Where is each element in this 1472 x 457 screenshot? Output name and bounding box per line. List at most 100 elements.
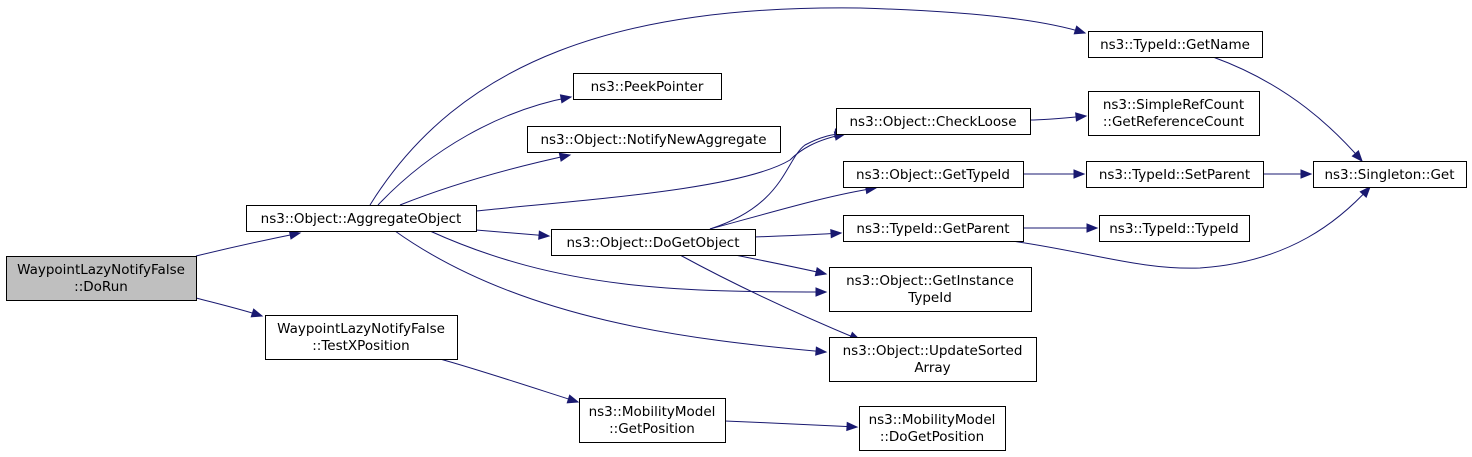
edge-line (475, 229, 550, 237)
node-mmgetpos[interactable]: ns3::MobilityModel::GetPosition (579, 398, 726, 443)
node-label: ::GetPosition (609, 421, 695, 437)
arrow-head-icon (566, 394, 580, 404)
edge-line (369, 7, 1086, 206)
node-singleton[interactable]: ns3::Singleton::Get (1313, 161, 1467, 188)
node-label: ns3::TypeId::GetName (1100, 37, 1250, 53)
node-mmdogetpos[interactable]: ns3::MobilityModel::DoGetPosition (859, 406, 1006, 451)
node-gettypeid[interactable]: ns3::Object::GetTypeId (843, 161, 1024, 188)
node-label: ns3::PeekPointer (591, 79, 704, 95)
node-label: ns3::Object::DoGetObject (566, 235, 739, 251)
arrow-head-icon (815, 346, 828, 356)
node-box[interactable] (527, 126, 781, 153)
node-box[interactable] (836, 108, 1031, 135)
node-box[interactable] (573, 73, 722, 100)
node-box[interactable] (829, 337, 1037, 382)
node-label: ns3::TypeId::GetParent (856, 221, 1009, 237)
edge-checkloose-to-simpleref (1029, 112, 1088, 122)
node-dogetobject[interactable]: ns3::Object::DoGetObject (551, 229, 756, 256)
node-label: ns3::Object::GetTypeId (856, 167, 1010, 183)
node-setparent[interactable]: ns3::TypeId::SetParent (1086, 161, 1264, 188)
node-box[interactable] (859, 406, 1006, 451)
edge-dorun-to-testx (195, 297, 264, 318)
arrow-head-icon (1086, 223, 1099, 233)
edge-line (394, 230, 827, 353)
node-label: ns3::Object::NotifyNewAggregate (540, 132, 766, 148)
edge-dogetobject-to-getparent (754, 228, 843, 239)
edge-line (475, 133, 846, 212)
edge-aggregate-to-updatesorted (394, 230, 828, 356)
node-label: TypeId (907, 290, 952, 306)
node-box[interactable] (843, 161, 1024, 188)
edge-gettypeid-to-setparent (1023, 169, 1086, 179)
node-box[interactable] (1086, 161, 1264, 188)
node-label: ns3::Object::AggregateObject (261, 211, 462, 227)
node-getparent[interactable]: ns3::TypeId::GetParent (843, 215, 1024, 242)
node-label: ns3::Object::UpdateSorted (843, 343, 1023, 359)
node-box[interactable] (1099, 215, 1250, 242)
edge-mmgetpos-to-mmdogetpos (724, 420, 859, 432)
edge-line (709, 187, 877, 230)
node-testx[interactable]: WaypointLazyNotifyFalse::TestXPosition (265, 315, 458, 360)
node-box[interactable] (6, 256, 197, 301)
node-layer: WaypointLazyNotifyFalse::DoRunns3::Objec… (6, 31, 1467, 451)
node-notifynew[interactable]: ns3::Object::NotifyNewAggregate (527, 126, 781, 153)
arrow-head-icon (558, 152, 572, 162)
node-label: ::DoRun (74, 279, 128, 295)
arrow-head-icon (1300, 169, 1313, 179)
node-box[interactable] (265, 315, 458, 360)
edge-layer (195, 7, 1371, 432)
node-label: ::TestXPosition (312, 338, 410, 354)
node-box[interactable] (1088, 31, 1263, 58)
edge-getname-to-singleton (1212, 56, 1363, 163)
node-box[interactable] (829, 267, 1032, 312)
node-aggregate[interactable]: ns3::Object::AggregateObject (246, 205, 477, 232)
node-label: ns3::MobilityModel (869, 412, 996, 428)
node-label: ns3::Singleton::Get (1324, 167, 1454, 183)
node-peek[interactable]: ns3::PeekPointer (573, 73, 722, 100)
edge-setparent-to-singleton (1263, 169, 1313, 179)
node-label: ns3::SimpleRefCount (1103, 97, 1244, 113)
edge-testx-to-mmgetpos (439, 358, 580, 404)
arrow-head-icon (830, 228, 843, 239)
edge-line (679, 254, 861, 341)
edge-line (754, 232, 842, 238)
node-simpleref[interactable]: ns3::SimpleRefCount::GetReferenceCount (1088, 91, 1260, 136)
arrow-head-icon (559, 94, 573, 104)
edge-line (709, 133, 846, 230)
edge-dorun-to-aggregate (195, 230, 302, 257)
edge-line (429, 230, 827, 293)
edge-aggregate-to-getinstance (429, 230, 828, 297)
node-checkloose[interactable]: ns3::Object::CheckLoose (836, 108, 1031, 135)
node-box[interactable] (246, 205, 477, 232)
arrow-head-icon (538, 230, 551, 240)
edge-getparent-to-typeid (1023, 223, 1099, 233)
edge-dogetobject-to-getinstance (734, 254, 828, 277)
node-box[interactable] (843, 215, 1024, 242)
node-box[interactable] (1088, 91, 1260, 136)
node-label: ns3::MobilityModel (589, 404, 716, 420)
node-dorun[interactable]: WaypointLazyNotifyFalse::DoRun (6, 256, 197, 301)
arrow-head-icon (815, 287, 828, 297)
node-box[interactable] (1313, 161, 1467, 188)
node-box[interactable] (579, 398, 726, 443)
edge-line (195, 232, 301, 257)
node-typeid[interactable]: ns3::TypeId::TypeId (1099, 215, 1250, 242)
edge-aggregate-to-notifynew (399, 152, 572, 206)
node-label: ns3::Object::CheckLoose (849, 114, 1016, 130)
node-label: Array (914, 360, 950, 376)
edge-aggregate-to-dogetobject (475, 229, 551, 240)
node-label: ns3::TypeId::TypeId (1109, 221, 1239, 237)
edge-line (1212, 56, 1363, 162)
node-box[interactable] (551, 229, 756, 256)
edge-aggregate-to-peek (377, 94, 573, 206)
node-label: ns3::Object::GetInstance (846, 273, 1014, 289)
edge-line (377, 96, 572, 206)
node-getname[interactable]: ns3::TypeId::GetName (1088, 31, 1263, 58)
arrow-head-icon (288, 230, 302, 240)
arrow-head-icon (846, 421, 859, 432)
node-label: ::DoGetPosition (880, 429, 984, 445)
edge-line (399, 154, 571, 206)
arrow-head-icon (1075, 112, 1088, 122)
